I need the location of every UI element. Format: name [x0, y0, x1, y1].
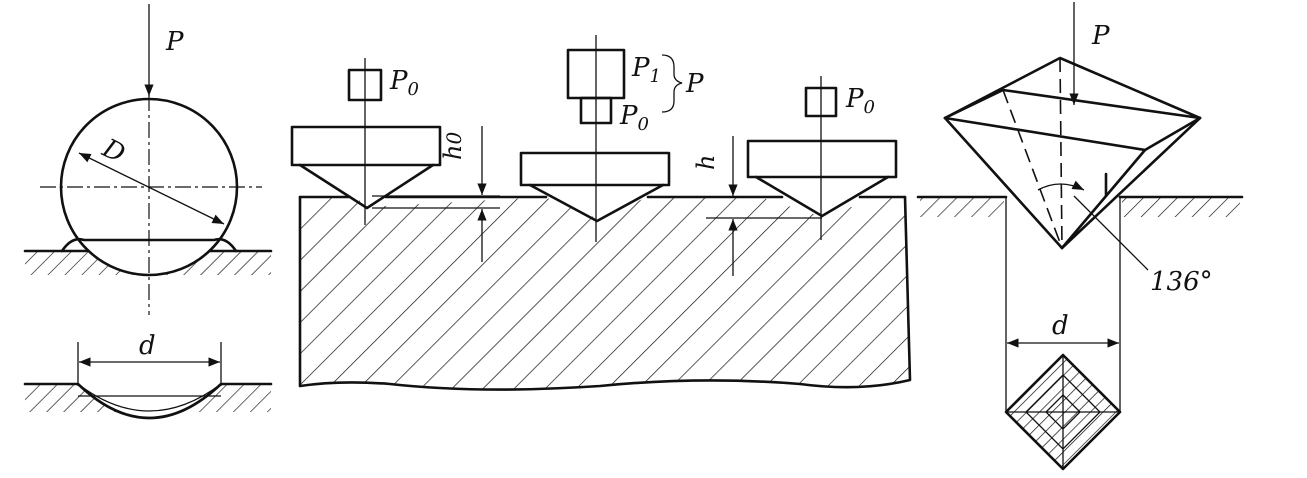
vickers-test-view: P 136° d: [916, 2, 1244, 471]
rockwell-total-load-label: P: [685, 69, 704, 99]
rockwell-main-load-label: P1: [631, 53, 661, 87]
rockwell-load-brace: [661, 54, 683, 113]
vickers-imprint-plan: [1004, 353, 1122, 471]
vickers-load-label: P: [1091, 21, 1110, 51]
vickers-angle-leader: [1073, 195, 1149, 271]
rockwell-preload-1-label: P0: [389, 66, 419, 100]
rockwell-h0-dimension: [372, 126, 500, 262]
rockwell-preload-2-label: P0: [619, 101, 649, 135]
vickers-d-label: d: [1052, 311, 1069, 341]
rockwell-h-label: h: [692, 155, 720, 170]
vickers-pyramid-indenter: [943, 56, 1202, 250]
vickers-surface: [916, 195, 1244, 217]
brinell-load-label: P: [165, 27, 184, 57]
rockwell-preload-3-label: P0: [845, 84, 875, 118]
brinell-diameter-arrow: [78, 152, 225, 225]
rockwell-h-dimension: [706, 136, 822, 276]
brinell-imprint-section: [23, 382, 273, 420]
brinell-d-label: d: [139, 331, 156, 361]
rockwell-indenter-1: [290, 58, 442, 225]
rockwell-indenter-3: [746, 76, 898, 240]
brinell-test-view: P D d: [23, 4, 273, 420]
rockwell-h0-label: h0: [439, 132, 467, 160]
rockwell-indenter-2: [519, 35, 671, 242]
rockwell-test-view: P0 P1 P0 P P0 h0: [290, 35, 912, 391]
vickers-angle-label: 136°: [1150, 267, 1213, 297]
vickers-angle-arc: [1037, 180, 1085, 191]
rockwell-specimen: [300, 197, 910, 390]
